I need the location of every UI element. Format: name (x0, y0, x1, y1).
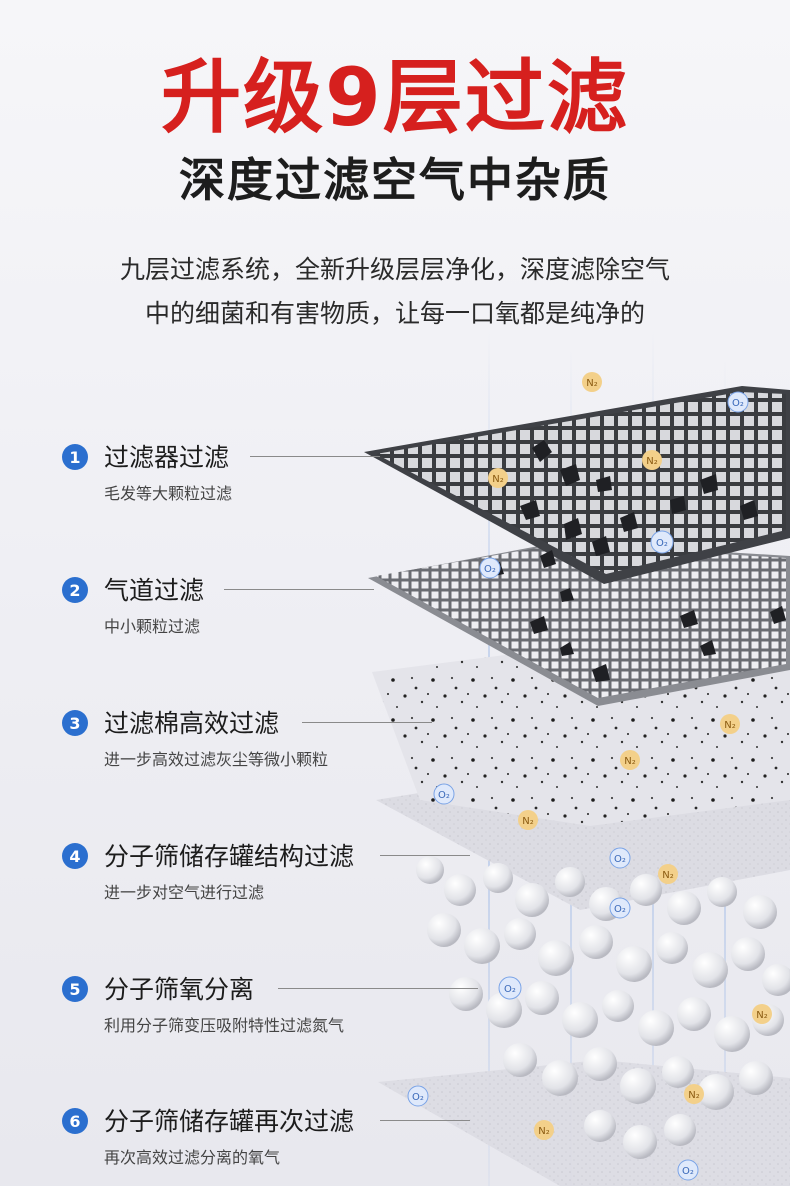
svg-text:O₂: O₂ (614, 904, 626, 915)
o2-molecule: O₂ (498, 976, 522, 1000)
n2-molecule: N₂ (720, 714, 740, 734)
svg-text:O₂: O₂ (732, 398, 744, 409)
leader-line (278, 988, 478, 989)
svg-text:N₂: N₂ (662, 870, 674, 881)
layer-number-badge: 1 (62, 444, 88, 470)
o2-molecule: O₂ (609, 897, 631, 919)
svg-text:N₂: N₂ (538, 1126, 550, 1137)
n2-molecule: N₂ (620, 750, 640, 770)
n2-molecule: N₂ (752, 1004, 772, 1024)
molecules: N₂ O₂ N₂ N₂ O₂ O₂ N₂ N₂ O₂ N₂ O₂ N₂ O₂ O… (407, 372, 772, 1181)
o2-molecule: O₂ (479, 557, 501, 579)
svg-text:N₂: N₂ (492, 474, 504, 485)
layer-name: 过滤棉高效过滤 (104, 709, 280, 738)
layer-name: 过滤器过滤 (104, 443, 230, 472)
svg-text:N₂: N₂ (646, 456, 658, 467)
svg-text:N₂: N₂ (522, 816, 534, 827)
svg-text:O₂: O₂ (412, 1092, 424, 1103)
n2-molecule: N₂ (658, 864, 678, 884)
layer-name: 气道过滤 (104, 576, 205, 605)
layer-note: 利用分子筛变压吸附特性过滤氮气 (104, 1016, 345, 1035)
o2-molecule: O₂ (433, 783, 455, 805)
layer-number-badge: 5 (62, 976, 88, 1002)
n2-molecule: N₂ (642, 450, 662, 470)
o2-molecule: O₂ (407, 1085, 429, 1107)
svg-text:O₂: O₂ (656, 538, 668, 549)
layer-grid-1 (364, 386, 790, 584)
leader-line (380, 1120, 470, 1121)
layer-number-badge: 4 (62, 843, 88, 869)
n2-molecule: N₂ (582, 372, 602, 392)
layer-note: 进一步高效过滤灰尘等微小颗粒 (104, 750, 329, 769)
description: 九层过滤系统，全新升级层层净化，深度滤除空气 中的细菌和有害物质，让每一口氧都是… (60, 248, 730, 336)
page-subtitle: 深度过滤空气中杂质 (179, 153, 611, 207)
o2-molecule: O₂ (609, 847, 631, 869)
description-line-2: 中的细菌和有害物质，让每一口氧都是纯净的 (144, 299, 645, 328)
molecular-sieve-balls (416, 856, 790, 1159)
layer-note: 中小颗粒过滤 (104, 617, 201, 636)
layer-name: 分子筛储存罐再次过滤 (104, 1107, 355, 1136)
layer-grid-2 (368, 542, 790, 706)
svg-text:N₂: N₂ (724, 720, 736, 731)
svg-text:O₂: O₂ (614, 854, 626, 865)
description-line-1: 九层过滤系统，全新升级层层净化，深度滤除空气 (119, 255, 670, 284)
n2-molecule: N₂ (518, 810, 538, 830)
n2-molecule: N₂ (684, 1084, 704, 1104)
page-title: 升级9层过滤 (161, 51, 629, 144)
svg-text:O₂: O₂ (504, 984, 516, 995)
o2-molecule: O₂ (677, 1159, 699, 1181)
layer-number-badge: 6 (62, 1108, 88, 1134)
leader-line (380, 855, 470, 856)
layer-name: 分子筛氧分离 (104, 975, 255, 1004)
svg-text:O₂: O₂ (484, 564, 496, 575)
layer-note: 进一步对空气进行过滤 (104, 883, 265, 902)
svg-text:N₂: N₂ (756, 1010, 768, 1021)
o2-molecule: O₂ (727, 391, 749, 413)
layer-number-badge: 3 (62, 710, 88, 736)
n2-molecule: N₂ (534, 1120, 554, 1140)
svg-text:N₂: N₂ (586, 378, 598, 389)
svg-text:O₂: O₂ (438, 790, 450, 801)
svg-text:N₂: N₂ (688, 1090, 700, 1101)
svg-text:O₂: O₂ (682, 1166, 694, 1177)
layer-note: 毛发等大颗粒过滤 (104, 484, 233, 503)
dust-particles (490, 440, 786, 682)
layer-cotton (372, 648, 790, 826)
n2-molecule: N₂ (488, 468, 508, 488)
leader-line (224, 589, 374, 590)
layer-number-badge: 2 (62, 577, 88, 603)
filter-layers-illustration: N₂ O₂ N₂ N₂ O₂ O₂ N₂ N₂ O₂ N₂ O₂ N₂ O₂ O… (364, 330, 790, 1186)
leader-line (250, 456, 380, 457)
leader-line (302, 722, 432, 723)
layer-name: 分子筛储存罐结构过滤 (104, 842, 355, 871)
o2-molecule: O₂ (650, 530, 674, 554)
layer-note: 再次高效过滤分离的氧气 (104, 1148, 281, 1167)
svg-text:N₂: N₂ (624, 756, 636, 767)
